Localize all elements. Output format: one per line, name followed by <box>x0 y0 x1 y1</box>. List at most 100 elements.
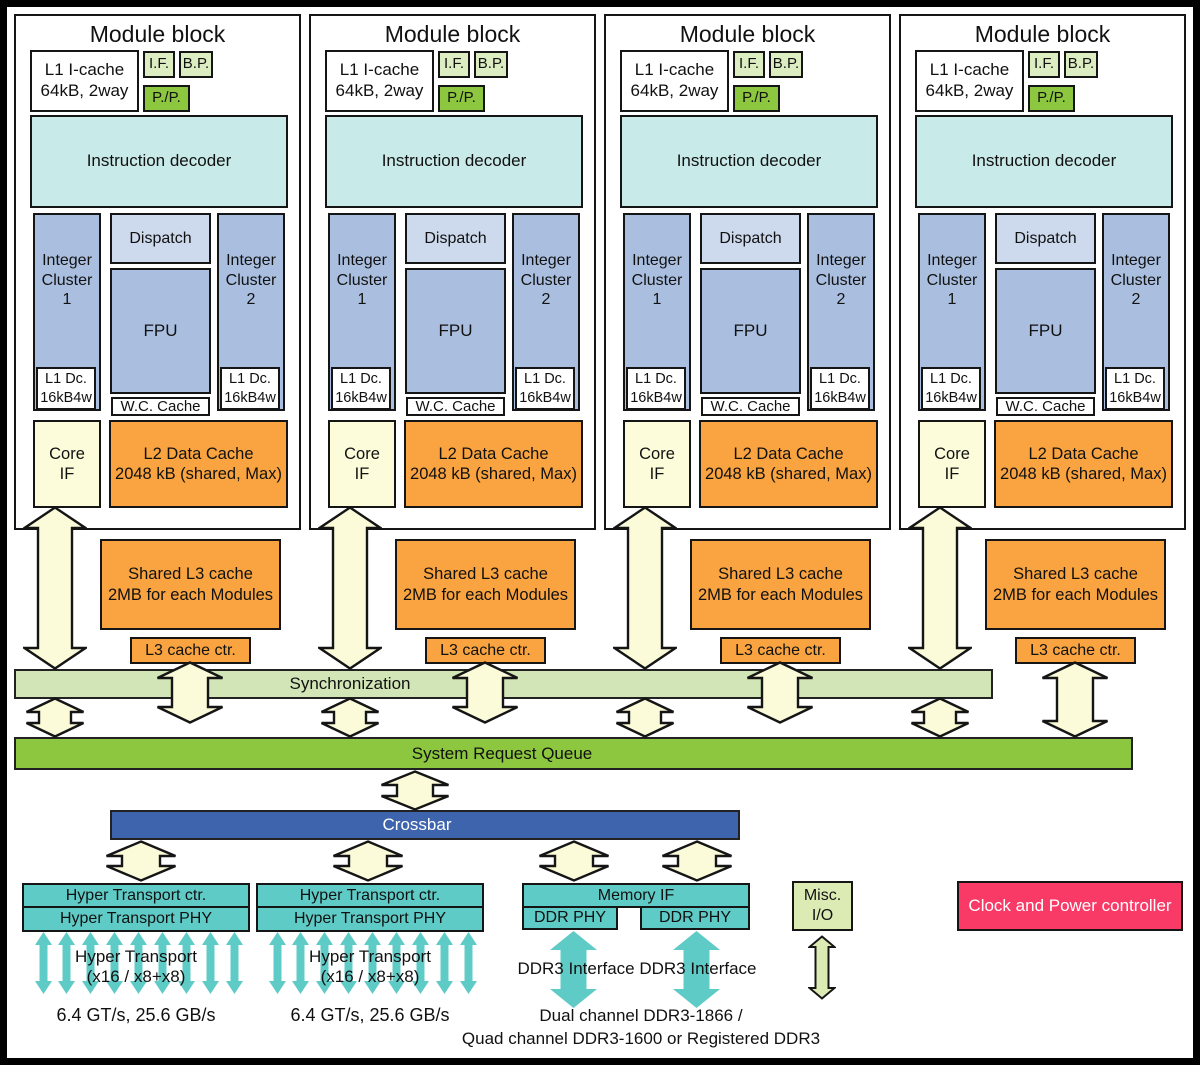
integer-cluster-2-label: Integer Cluster 2 <box>815 252 867 309</box>
clock-power-controller-box: Clock and Power controller <box>957 881 1183 931</box>
instruction-decoder-box: Instruction decoder <box>325 115 583 208</box>
branch-prediction-box: B.P. <box>474 51 508 78</box>
shared-l3-cache-box: Shared L3 cache 2MB for each Modules <box>100 539 281 630</box>
ddr3-channels-line2: Quad channel DDR3-1600 or Registered DDR… <box>461 1029 821 1048</box>
crossbar-label: Crossbar <box>382 815 452 834</box>
l3-cache-controller-box: L3 cache ctr. <box>130 637 251 664</box>
hyper-transport-link-label-line2: (x16 / x8+x8) <box>320 967 420 986</box>
crossbar-bar: Crossbar <box>110 810 740 840</box>
module-block: Module block L1 I-cache 64kB, 2way I.F. … <box>309 14 596 530</box>
l1-dcache-line1: L1 Dc. <box>229 371 271 388</box>
core-if-box: Core IF <box>623 420 691 508</box>
hyper-transport-phy-box: Hyper Transport PHY <box>256 906 484 932</box>
l2-cache-line1: L2 Data Cache <box>438 444 549 463</box>
l1-dcache-line2: 16kB4w <box>335 389 387 406</box>
ddr3-interface-arrow <box>550 931 597 1008</box>
prefetch-predecode-box: P./P. <box>1028 85 1075 112</box>
l1-dcache-line2: 16kB4w <box>630 389 682 406</box>
integer-cluster-1-label: Integer Cluster 1 <box>631 252 683 309</box>
instruction-decoder-box: Instruction decoder <box>30 115 288 208</box>
l1-dcache-box: L1 Dc. 16kB4w <box>515 367 575 410</box>
ddr3-interface-arrow <box>673 931 720 1008</box>
prefetch-predecode-box: P./P. <box>143 85 190 112</box>
hyper-transport-lane-arrow <box>58 932 76 994</box>
branch-prediction-box: B.P. <box>769 51 803 78</box>
l3-controller-arrow <box>1041 661 1109 738</box>
module-block: Module block L1 I-cache 64kB, 2way I.F. … <box>899 14 1186 530</box>
l1-dcache-line1: L1 Dc. <box>635 371 677 388</box>
memory-if-box: Memory IF <box>522 883 750 908</box>
l2-cache-line2: 2048 kB (shared, Max) <box>115 465 282 483</box>
l1-dcache-line1: L1 Dc. <box>930 371 972 388</box>
l2-cache-line1: L2 Data Cache <box>1028 444 1139 463</box>
core-if-line2: IF <box>354 465 370 483</box>
integer-cluster-1-box: Integer Cluster 1 L1 Dc. 16kB4w <box>33 213 101 411</box>
module-block: Module block L1 I-cache 64kB, 2way I.F. … <box>14 14 301 530</box>
hyper-transport-link-label-line1: Hyper Transport <box>75 947 197 966</box>
l1-dcache-line2: 16kB4w <box>40 389 92 406</box>
core-if-line1: Core <box>344 444 380 463</box>
module-to-sync-arrow <box>905 506 975 670</box>
hyper-transport-controller-box: Hyper Transport ctr. <box>256 883 484 908</box>
core-if-line2: IF <box>649 465 665 483</box>
branch-prediction-box: B.P. <box>179 51 213 78</box>
integer-cluster-1-box: Integer Cluster 1 L1 Dc. 16kB4w <box>918 213 986 411</box>
module-block-title: Module block <box>384 21 521 47</box>
core-if-line1: Core <box>934 444 970 463</box>
integer-cluster-2-box: Integer Cluster 2 L1 Dc. 16kB4w <box>512 213 580 411</box>
shared-l3-line1: Shared L3 cache <box>1013 565 1138 584</box>
hyper-transport-speed-label: 6.4 GT/s, 25.6 GB/s <box>56 1005 216 1025</box>
instruction-fetch-box: I.F. <box>733 51 765 78</box>
shared-l3-line2: 2MB for each Modules <box>107 585 274 604</box>
fpu-box: FPU <box>700 268 801 394</box>
hyper-transport-phy-box: Hyper Transport PHY <box>22 906 250 932</box>
instruction-fetch-box: I.F. <box>438 51 470 78</box>
l1-icache-line1: L1 I-cache <box>929 60 1010 80</box>
ddr3-interface-label: DDR3 Interface DDR3 Interface <box>517 959 757 978</box>
hyper-transport-lane-arrow <box>34 932 52 994</box>
shared-l3-line2: 2MB for each Modules <box>992 585 1159 604</box>
module-block: Module block L1 I-cache 64kB, 2way I.F. … <box>604 14 891 530</box>
l3-cache-controller-box: L3 cache ctr. <box>1015 637 1136 664</box>
hyper-transport-link-label-line2: (x16 / x8+x8) <box>86 967 186 986</box>
l1-dcache-box: L1 Dc. 16kB4w <box>331 367 391 410</box>
l1-dcache-line2: 16kB4w <box>224 389 276 406</box>
hyper-transport-lane-arrow <box>388 932 405 994</box>
module-to-sync-arrow <box>315 506 385 670</box>
l1-icache-line2: 64kB, 2way <box>335 81 424 100</box>
integer-cluster-2-label: Integer Cluster 2 <box>225 252 277 309</box>
shared-l3-cache-box: Shared L3 cache 2MB for each Modules <box>395 539 576 630</box>
core-if-line1: Core <box>639 444 675 463</box>
l1-dcache-line1: L1 Dc. <box>45 371 87 388</box>
l1-icache-box: L1 I-cache 64kB, 2way <box>30 50 139 112</box>
l2-cache-line1: L2 Data Cache <box>143 444 254 463</box>
crossbar-down-arrow <box>538 840 610 882</box>
integer-cluster-1-box: Integer Cluster 1 L1 Dc. 16kB4w <box>623 213 691 411</box>
misc-io-arrow <box>806 935 838 1000</box>
misc-io-line2: I/O <box>811 907 834 924</box>
hyper-transport-lane-arrow <box>268 932 286 994</box>
misc-io-line1: Misc. <box>803 887 842 905</box>
l1-dcache-box: L1 Dc. 16kB4w <box>810 367 870 410</box>
l1-icache-box: L1 I-cache 64kB, 2way <box>325 50 434 112</box>
l3-controller-arrow <box>156 661 224 724</box>
l1-dcache-box: L1 Dc. 16kB4w <box>1105 367 1165 410</box>
instruction-fetch-box: I.F. <box>1028 51 1060 78</box>
hyper-transport-lane-arrow <box>364 932 382 994</box>
hyper-transport-lane-arrow <box>225 932 243 994</box>
misc-io-box: Misc. I/O <box>792 881 853 931</box>
integer-cluster-1-label: Integer Cluster 1 <box>336 252 388 309</box>
system-request-queue-label: System Request Queue <box>411 743 593 763</box>
l3-cache-controller-box: L3 cache ctr. <box>720 637 841 664</box>
l2-data-cache-box: L2 Data Cache 2048 kB (shared, Max) <box>994 420 1173 508</box>
sync-to-srq-arrow <box>25 697 85 738</box>
hyper-transport-lane-arrow <box>82 932 100 994</box>
srq-to-crossbar-arrow <box>380 770 450 811</box>
integer-cluster-2-box: Integer Cluster 2 L1 Dc. 16kB4w <box>1102 213 1170 411</box>
hyper-transport-speed-label: 6.4 GT/s, 25.6 GB/s <box>290 1005 450 1025</box>
module-block-title: Module block <box>974 21 1111 47</box>
prefetch-predecode-box: P./P. <box>438 85 485 112</box>
instruction-decoder-box: Instruction decoder <box>620 115 878 208</box>
hyper-transport-lane-arrow <box>340 932 358 994</box>
